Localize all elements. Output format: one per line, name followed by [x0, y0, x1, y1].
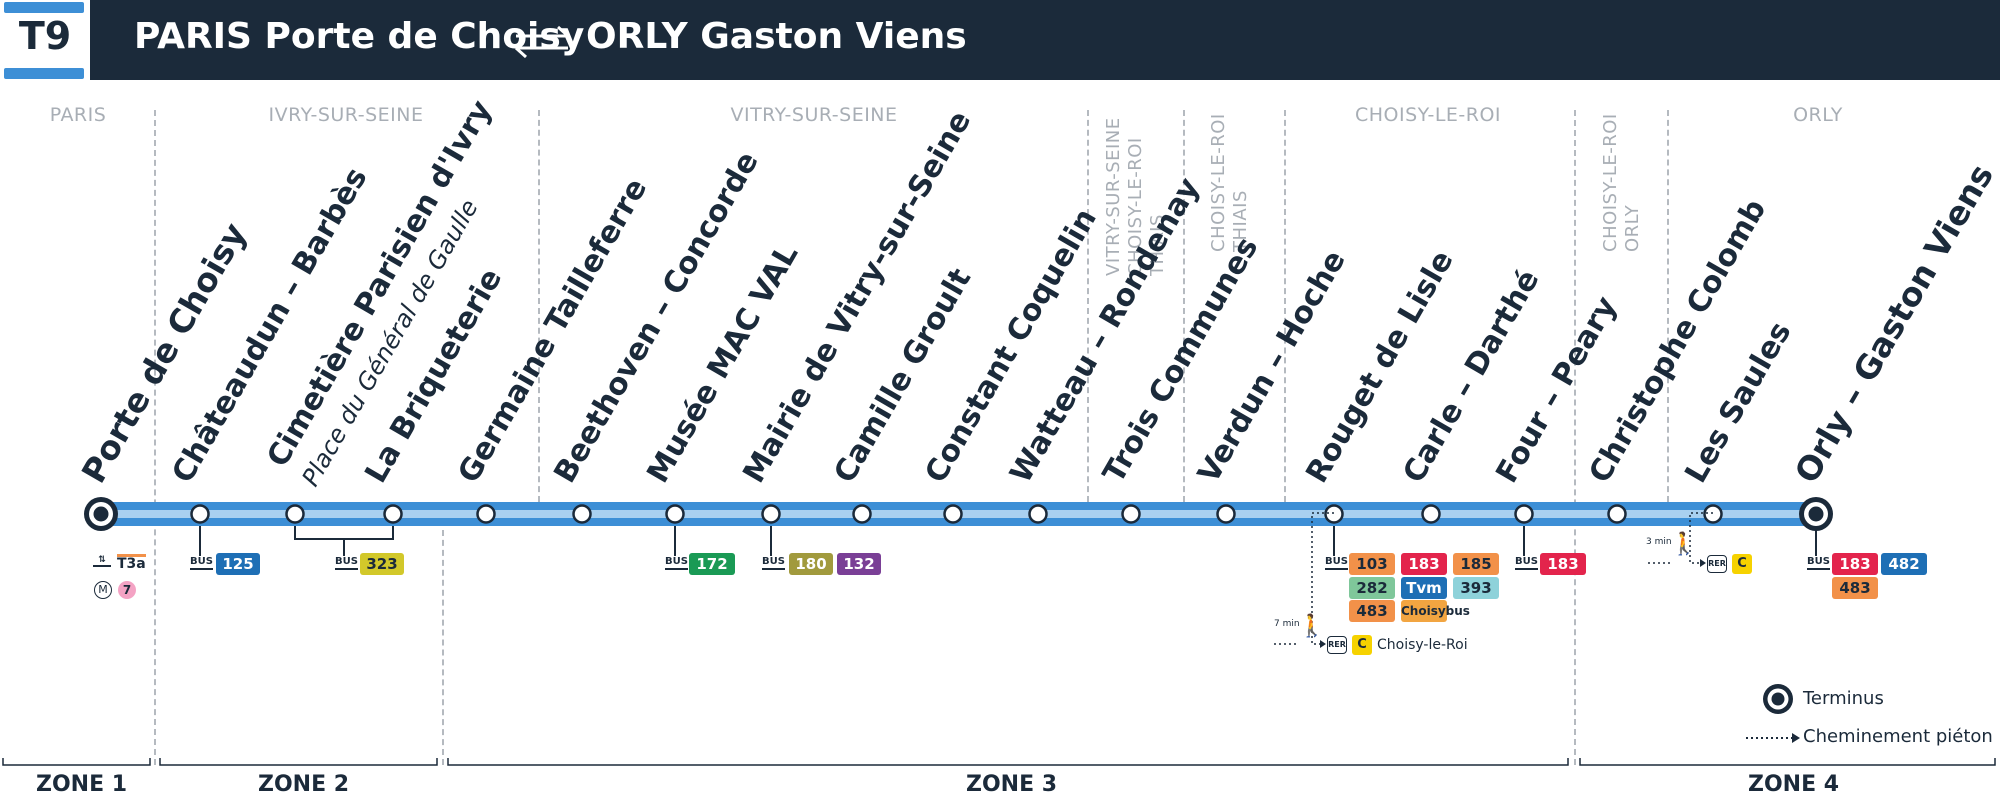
- bus-badge: 183: [1401, 553, 1447, 575]
- station-marker: [1028, 504, 1048, 524]
- bus-badge: 393: [1453, 577, 1499, 599]
- legend-walk: Cheminement piéton: [1803, 726, 1993, 747]
- connection-tick: [343, 539, 345, 556]
- station-marker: [383, 504, 403, 524]
- station-marker: [572, 504, 592, 524]
- bus-badge: 183: [1832, 553, 1878, 575]
- station-marker: [1514, 504, 1534, 524]
- city-label: IVRY-SUR-SEINE: [268, 104, 424, 126]
- line-code: T9: [18, 14, 72, 58]
- zone-brackets: [2, 758, 1996, 766]
- bus-badge: 483: [1832, 577, 1878, 599]
- zone-2-label: ZONE 2: [258, 772, 350, 797]
- bus-badge: 180: [789, 553, 833, 575]
- bus-icon: BUS: [665, 556, 688, 570]
- divider-paris-ivry: [154, 110, 156, 765]
- divider-choisy-start: [1284, 110, 1286, 502]
- origin-title: PARIS Porte de Choisy: [134, 16, 585, 57]
- destination-title: ORLY Gaston Viens: [586, 16, 967, 57]
- divider-ivry-vitry: [538, 110, 540, 502]
- connection-tick: [1523, 526, 1525, 556]
- bus-badge: 323: [360, 553, 404, 575]
- divider-choisy-orly: [1574, 110, 1576, 765]
- bus-icon: BUS: [1807, 556, 1830, 570]
- divider-vitry-thiais: [1087, 110, 1089, 502]
- logo-bar-bottom: [4, 68, 84, 79]
- tram-line-label: T3a: [117, 554, 146, 572]
- connection-tick: [392, 526, 394, 539]
- connection-tick: [199, 526, 201, 556]
- station-marker: [1121, 504, 1141, 524]
- bus-badge: 183: [1540, 553, 1586, 575]
- connection-tick: [1815, 530, 1817, 556]
- connection-tick: [1333, 526, 1335, 556]
- bus-badge: 185: [1453, 553, 1499, 575]
- bus-icon: BUS: [1325, 556, 1348, 570]
- station-marker: [943, 504, 963, 524]
- rer-line-badge: C: [1732, 554, 1752, 574]
- station-marker: [852, 504, 872, 524]
- bus-icon: BUS: [190, 556, 213, 570]
- station-marker: [1607, 504, 1627, 524]
- walk-time: 7 min: [1274, 619, 1300, 629]
- pedestrian-icon: 🚶: [1298, 614, 1326, 639]
- bus-badge: 282: [1349, 577, 1395, 599]
- bus-badge: 172: [689, 553, 735, 575]
- station-marker: [1421, 504, 1441, 524]
- bus-badge: 132: [837, 553, 881, 575]
- station-marker: [285, 504, 305, 524]
- rer-line-badge: C: [1352, 635, 1372, 655]
- city-label: ORLY: [1793, 104, 1843, 126]
- station-marker: [1216, 504, 1236, 524]
- logo-bar-top: [4, 2, 84, 13]
- bus-badge: 103: [1349, 553, 1395, 575]
- station-marker: [761, 504, 781, 524]
- divider-zone2-zone3: [442, 520, 444, 765]
- terminus-legend-icon: [1763, 684, 1793, 714]
- zone-4-label: ZONE 4: [1748, 772, 1840, 797]
- bus-badge: 125: [216, 553, 260, 575]
- connection-tick: [294, 526, 296, 539]
- city-label: VITRY-SUR-SEINE: [730, 104, 898, 126]
- bus-icon: BUS: [1515, 556, 1538, 570]
- rer-icon: RER: [1707, 555, 1727, 573]
- divider-orly: [1667, 110, 1669, 502]
- rer-station-name: Choisy-le-Roi: [1377, 637, 1468, 653]
- terminus-marker-2: [93, 506, 109, 522]
- connection-tick: [674, 526, 676, 556]
- metro-icon: M: [94, 581, 112, 599]
- station-marker: [190, 504, 210, 524]
- station-marker: [1324, 504, 1344, 524]
- line-logo: T9: [0, 0, 90, 80]
- bus-badge: Tvm: [1401, 577, 1447, 599]
- station-marker: [665, 504, 685, 524]
- walk-legend-icon: [1746, 733, 1800, 743]
- bidirectional-arrow-icon: [514, 25, 570, 58]
- divider-thiais-choisy: [1183, 110, 1185, 502]
- bus-icon: BUS: [335, 556, 358, 570]
- connection-tick: [770, 526, 772, 556]
- zone-1-label: ZONE 1: [36, 772, 128, 797]
- pedestrian-icon: 🚶: [1670, 532, 1698, 557]
- station-marker: [476, 504, 496, 524]
- rer-icon: RER: [1327, 636, 1347, 654]
- city-label: CHOISY-LE-ROI: [1354, 104, 1502, 126]
- tram-icon: ⇅: [93, 556, 111, 567]
- legend-terminus: Terminus: [1803, 688, 1884, 709]
- bus-badge: 483: [1349, 600, 1395, 622]
- header-bar: T9 PARIS Porte de Choisy ORLY Gaston Vie…: [0, 0, 2000, 80]
- city-label: PARIS: [49, 104, 107, 126]
- bus-icon: BUS: [762, 556, 785, 570]
- bus-badge: 482: [1881, 553, 1927, 575]
- walk-time: 3 min: [1646, 537, 1672, 547]
- station-marker: [1703, 504, 1723, 524]
- metro-line-badge: 7: [118, 581, 136, 599]
- terminus-marker-2: [1808, 506, 1824, 522]
- zone-3-label: ZONE 3: [966, 772, 1058, 797]
